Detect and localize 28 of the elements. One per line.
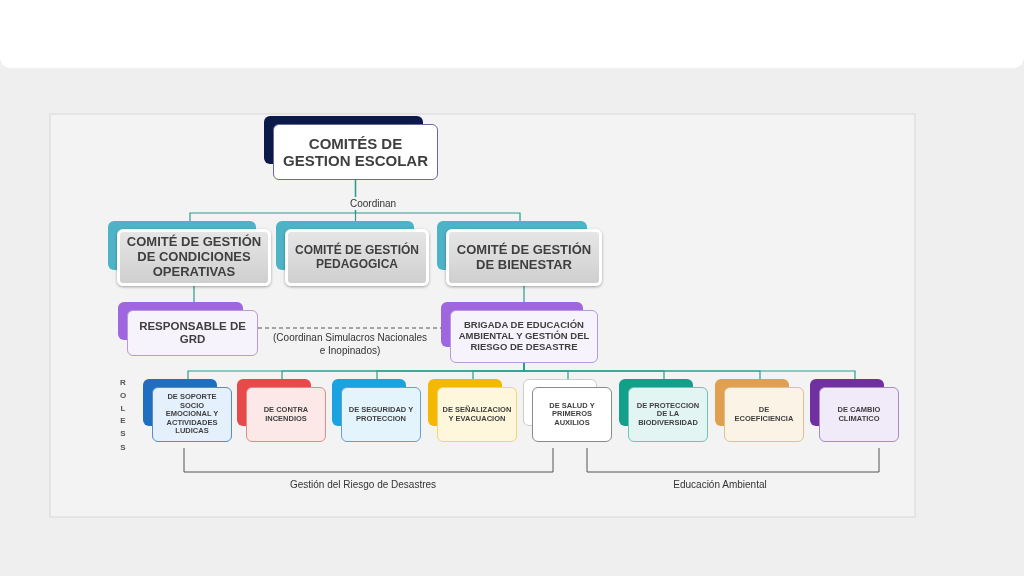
committee-card	[108, 221, 271, 286]
role-card	[143, 379, 232, 442]
node-text: COMITÉ DE GESTIÓN PEDAGOGICA	[294, 243, 420, 272]
bracket-label: Gestión del Riesgo de Desastres	[288, 479, 438, 490]
node-text: BRIGADA DE EDUCACIÓN AMBIENTAL Y GESTIÓN DEL RIESGO DE DESASTRE	[457, 320, 591, 353]
role-card	[332, 379, 421, 442]
bracket-label: Educación Ambiental	[672, 479, 768, 490]
connector-line	[193, 285, 195, 303]
role-card	[237, 379, 326, 442]
role-card	[715, 379, 804, 442]
node-text: COMITÉ DE GESTIÓN DE BIENESTAR	[455, 242, 593, 273]
node-text: COMITÉS DE GESTION ESCOLAR	[282, 134, 429, 170]
role-card	[619, 379, 708, 442]
connector-line	[354, 179, 521, 222]
role-card	[428, 379, 517, 442]
unit-card	[441, 302, 598, 363]
committee-card	[276, 221, 429, 286]
role-card	[523, 379, 612, 442]
node-text: RESPONSABLE DE GRD	[138, 319, 247, 347]
node-text: COMITÉ DE GESTIÓN DE CONDICIONES OPERATIVAS	[125, 235, 263, 280]
role-card	[810, 379, 899, 442]
unit-card	[118, 302, 258, 356]
vertical-label: S	[119, 442, 127, 454]
title-card	[264, 116, 438, 180]
vertical-label: ROLES	[119, 377, 127, 441]
committee-card	[437, 221, 602, 286]
connector-line	[523, 285, 525, 303]
edge-label: (Coordinan Simulacros Nacionales e Inopinados)	[270, 331, 430, 357]
